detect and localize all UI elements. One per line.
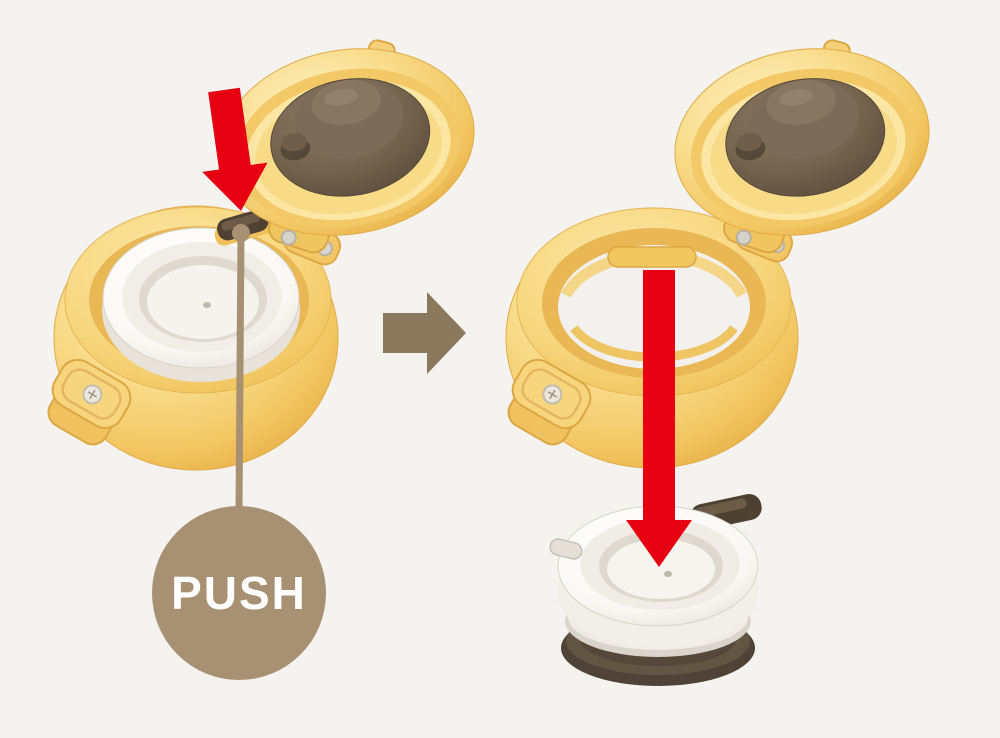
lid-ring-step1 — [34, 205, 345, 471]
next-step-arrow-icon — [383, 292, 466, 374]
step2-illustration — [494, 22, 948, 686]
press-arrow-icon — [202, 87, 268, 211]
callout-anchor-dot — [232, 224, 250, 242]
stopper-removed — [549, 494, 762, 686]
callout-line — [235, 231, 245, 511]
remove-arrow-icon — [626, 270, 692, 567]
push-label: PUSH — [171, 567, 307, 619]
stopper-installed — [102, 227, 300, 382]
push-callout: PUSH — [152, 224, 326, 680]
stopper-side-tab — [549, 538, 583, 560]
push-callout-circle — [152, 506, 326, 680]
step1-illustration: PUSH — [34, 22, 493, 680]
latch-catch-bar — [607, 246, 697, 268]
